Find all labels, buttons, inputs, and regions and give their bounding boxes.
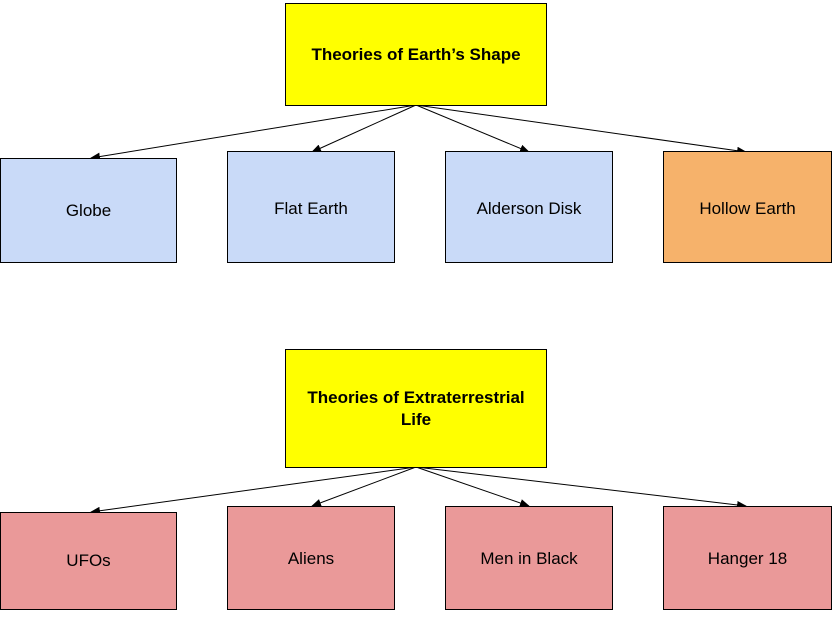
node-hollow-earth: Hollow Earth	[663, 151, 832, 263]
edge-et-ufos	[90, 466, 417, 515]
node-men-in-black-label: Men in Black	[480, 549, 578, 568]
node-hanger-18: Hanger 18	[663, 506, 832, 610]
edge-shape-flat-earth	[311, 104, 417, 153]
edge-et-men-in-black	[415, 466, 530, 507]
node-flat-earth-label: Flat Earth	[274, 199, 348, 218]
edge-shape-alderson-disk	[415, 104, 530, 153]
edge-et-aliens	[311, 466, 417, 507]
root-node-earth-shape-label: Theories of Earth’s Shape	[311, 44, 521, 64]
node-alderson-disk: Alderson Disk	[445, 151, 613, 263]
root-node-extraterrestrial: Theories of Extraterrestrial Life	[285, 349, 547, 468]
edge-et-hanger-18	[415, 466, 747, 509]
node-alderson-disk-label: Alderson Disk	[476, 199, 582, 218]
edge-shape-hollow-earth	[415, 104, 747, 155]
node-ufos-label: UFOs	[66, 551, 111, 570]
edge-shape-globe	[90, 104, 417, 161]
node-ufos: UFOs	[0, 512, 177, 610]
node-hanger-18-label: Hanger 18	[707, 549, 788, 568]
node-aliens: Aliens	[227, 506, 395, 610]
node-aliens-label: Aliens	[287, 549, 335, 568]
node-flat-earth: Flat Earth	[227, 151, 395, 263]
root-node-earth-shape: Theories of Earth’s Shape	[285, 3, 547, 106]
node-globe-label: Globe	[65, 200, 112, 220]
node-men-in-black: Men in Black	[445, 506, 613, 610]
node-globe: Globe	[0, 158, 177, 263]
node-hollow-earth-label: Hollow Earth	[699, 199, 796, 218]
root-node-extraterrestrial-label: Theories of Extraterrestrial Life	[307, 387, 525, 429]
